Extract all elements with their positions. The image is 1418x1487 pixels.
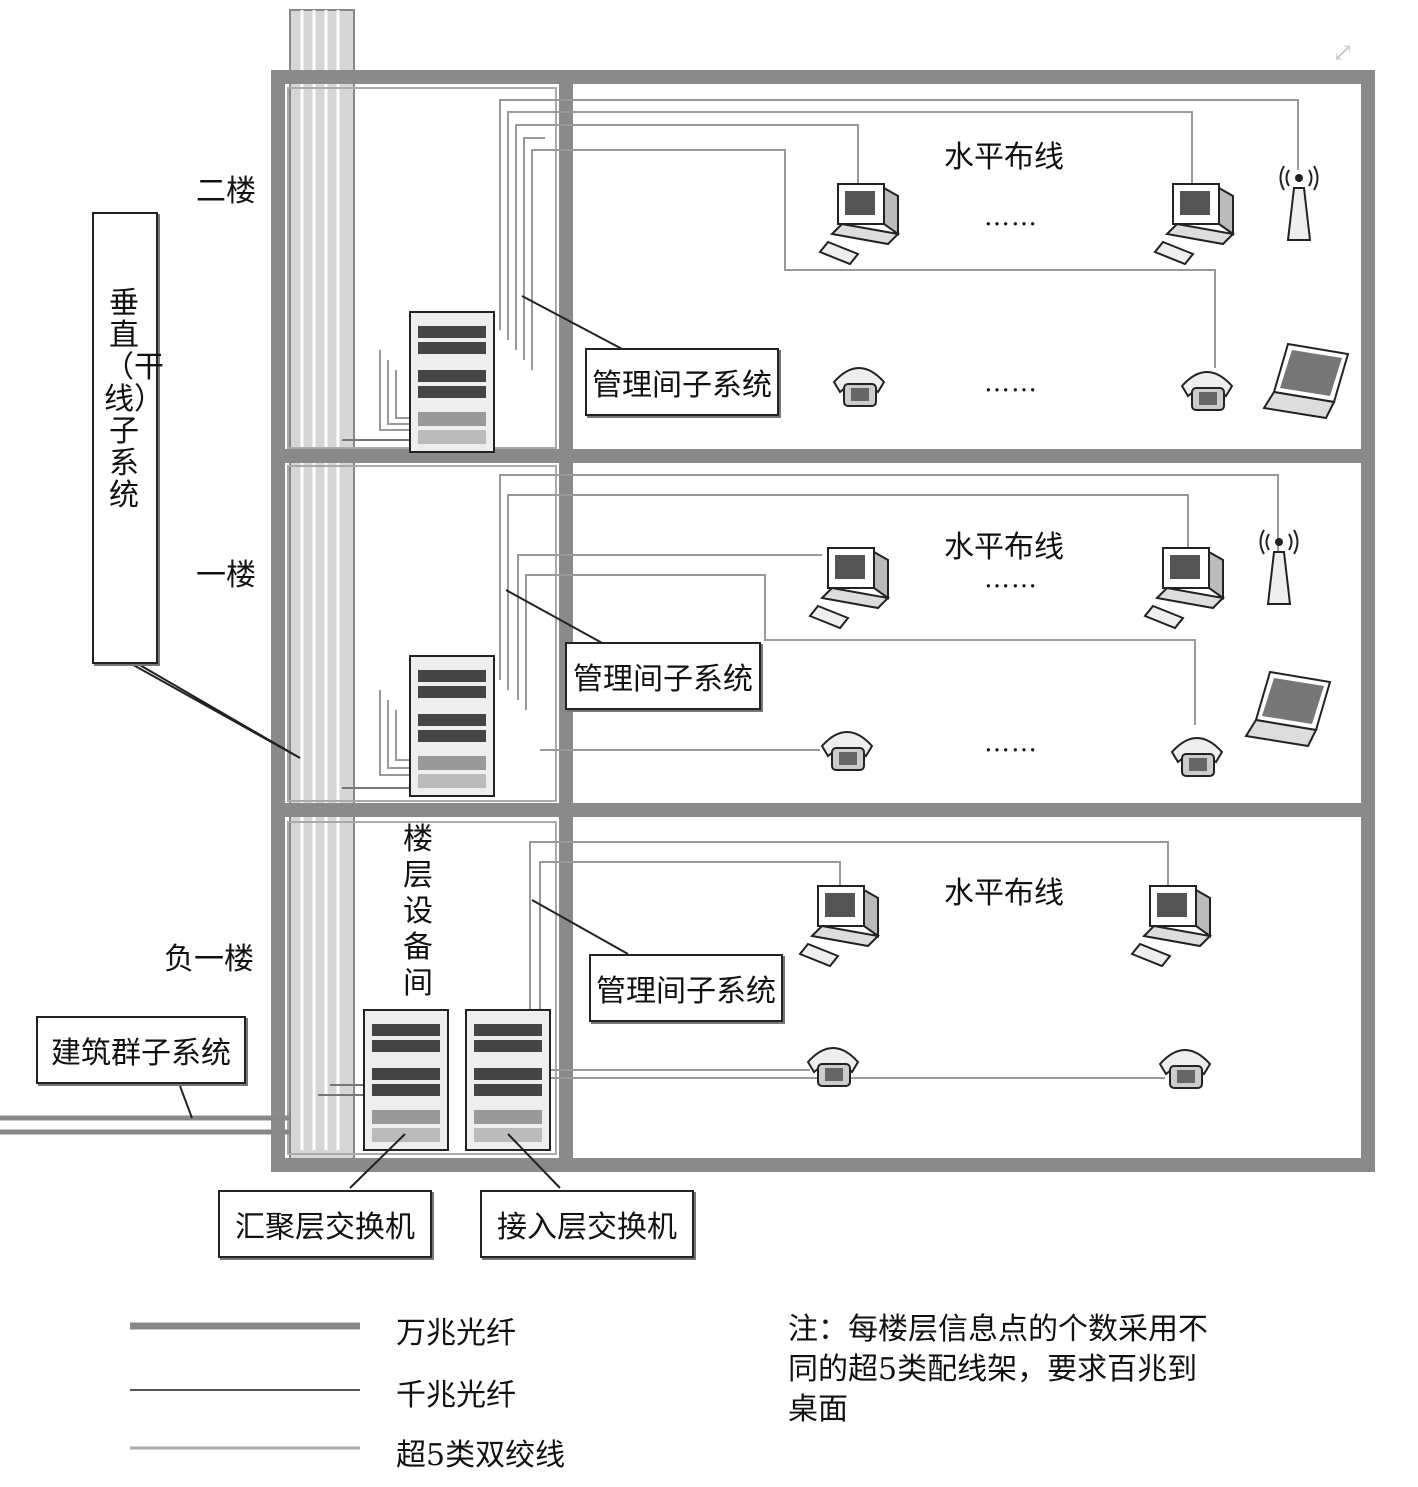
desktop-computer-icon — [1154, 183, 1234, 265]
floor-label-1: 一楼 — [196, 558, 256, 593]
mgmt-subsystem-box-fb1: 管理间子系统 — [589, 954, 783, 1022]
horizontal-label-f1: 水平布线 — [944, 530, 1064, 565]
telephone-icon — [1171, 737, 1223, 777]
ellipsis-f1-bottom: …… — [984, 728, 1038, 758]
laptop-icon — [1245, 671, 1331, 747]
floor-label-2: 二楼 — [196, 174, 256, 209]
telephone-icon — [833, 367, 885, 407]
legend-label-1g: 千兆光纤 — [396, 1378, 516, 1413]
desktop-computer-icon — [1144, 547, 1224, 629]
building-frame — [271, 70, 1375, 1172]
backbone-cables — [0, 439, 410, 1135]
access-switch-box: 接入层交换机 — [480, 1190, 694, 1258]
horizontal-label-fb1: 水平布线 — [944, 876, 1064, 911]
legend-label-cat5e: 超5类双绞线 — [396, 1438, 566, 1473]
telephone-icon — [807, 1047, 859, 1087]
telephone-icon — [1159, 1049, 1211, 1089]
callout-lines — [179, 295, 629, 1189]
horizontal-cabling-fb1 — [529, 841, 1169, 1079]
server-rack-icon — [363, 1009, 449, 1151]
floor-label-b1: 负一楼 — [164, 942, 254, 977]
server-rack-icon — [465, 1009, 551, 1151]
horizontal-label-f2: 水平布线 — [944, 140, 1064, 175]
legend-label-10g: 万兆光纤 — [396, 1316, 516, 1351]
wireless-ap-icon — [1259, 529, 1299, 605]
telephone-icon — [821, 731, 873, 771]
vertical-riser — [289, 9, 355, 1163]
server-rack-icon — [409, 655, 495, 797]
ellipsis-f2-top: …… — [984, 202, 1038, 232]
laptop-icon — [1263, 343, 1349, 419]
horizontal-cabling-f1 — [379, 474, 1279, 776]
mgmt-subsystem-box-f1: 管理间子系统 — [565, 642, 761, 710]
aggregation-switch-box: 汇聚层交换机 — [218, 1190, 432, 1258]
vertical-subsystem-label: 垂直（干线）子系统 — [104, 286, 164, 513]
horizontal-cabling-f2 — [379, 99, 1299, 431]
wireless-ap-icon — [1279, 165, 1319, 241]
campus-subsystem-box: 建筑群子系统 — [36, 1016, 246, 1084]
telephone-icon — [1181, 371, 1233, 411]
ellipsis-f1-top: …… — [984, 564, 1038, 594]
expand-icon[interactable]: ⤢ — [1332, 38, 1354, 68]
desktop-computer-icon — [809, 547, 889, 629]
desktop-computer-icon — [799, 885, 879, 967]
ellipsis-f2-bottom: …… — [984, 368, 1038, 398]
note-text: 注：每楼层信息点的个数采用不同的超5类配线架，要求百兆到桌面 — [788, 1312, 1208, 1427]
desktop-computer-icon — [819, 183, 899, 265]
desktop-computer-icon — [1131, 885, 1211, 967]
equipment-room-label: 楼层设备间 — [403, 822, 433, 1001]
mgmt-subsystem-box-f2: 管理间子系统 — [585, 348, 779, 416]
server-rack-icon — [409, 311, 495, 453]
